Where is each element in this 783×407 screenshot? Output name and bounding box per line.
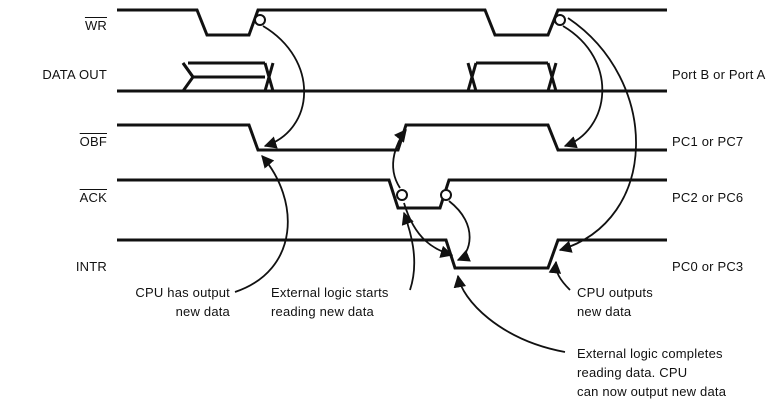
wr-waveform: [117, 8, 667, 37]
transition-markers: [254, 14, 566, 201]
signal-label-wr: WR: [84, 18, 107, 33]
port-label-b-a: Port B or Port A: [672, 67, 766, 82]
port-label-pc1-pc7: PC1 or PC7: [672, 134, 744, 149]
causality-arrows: [234, 17, 637, 353]
annotation-cpu-has-output: CPU has output new data: [135, 285, 230, 319]
signal-label-data-out: DATA OUT: [42, 67, 107, 82]
obf-waveform: [117, 123, 667, 152]
annotation-external-logic-starts: External logic starts reading new data: [271, 285, 389, 319]
port-label-pc2-pc6: PC2 or PC6: [672, 190, 744, 205]
ack-waveform: [117, 178, 667, 210]
signal-label-intr: INTR: [75, 259, 107, 274]
data-out-waveform: [117, 61, 667, 93]
annotation-cpu-outputs: CPU outputs new data: [577, 285, 653, 319]
signal-label-obf: OBF: [79, 134, 107, 149]
annotation-external-logic-completes: External logic completes reading data. C…: [577, 346, 727, 399]
port-label-pc0-pc3: PC0 or PC3: [672, 259, 744, 274]
signal-label-ack: ACK: [79, 190, 107, 205]
intr-waveform: [117, 238, 667, 270]
